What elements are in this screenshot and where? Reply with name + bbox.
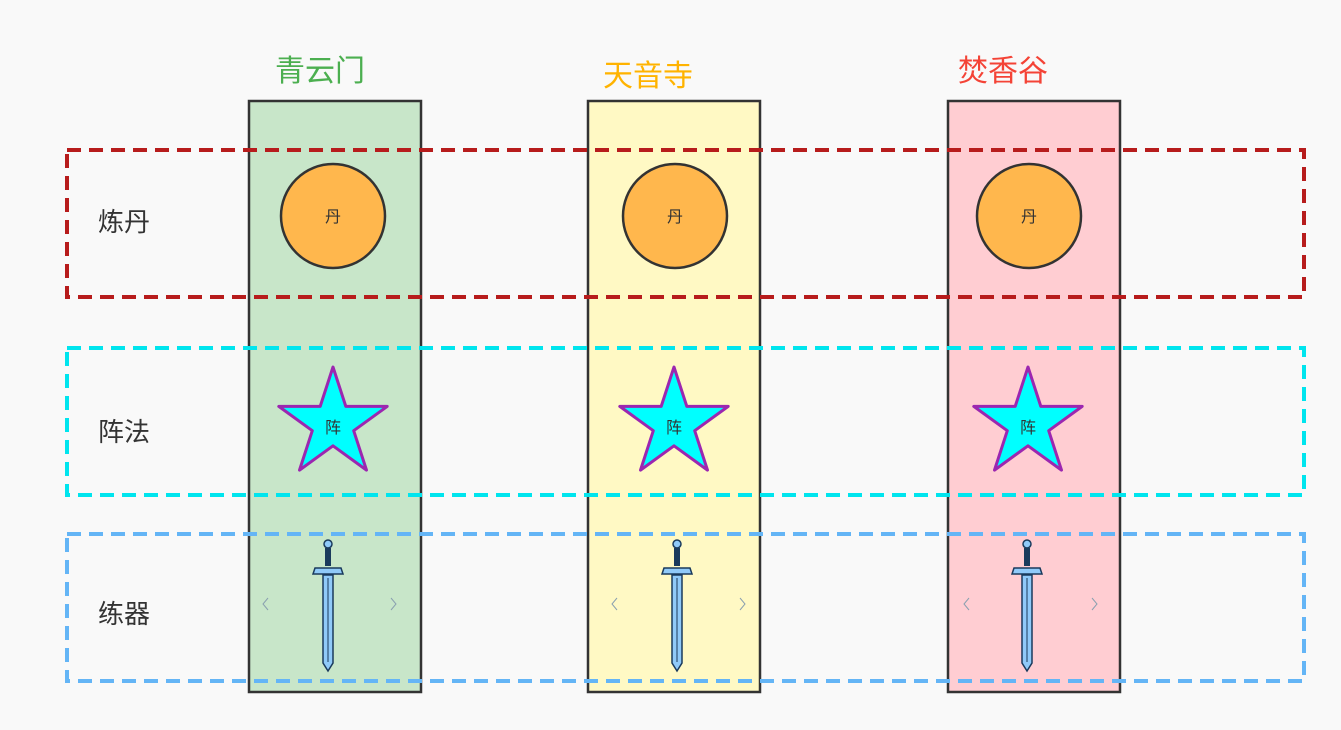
row-border-formation xyxy=(65,346,1306,497)
row-border-alchemy xyxy=(65,148,1306,299)
star-icon: 阵 xyxy=(277,365,389,472)
row-label-alchemy: 炼丹 xyxy=(98,208,150,238)
formation-label: 阵 xyxy=(325,418,341,437)
chevron-right-icon[interactable] xyxy=(390,597,397,611)
pill-circle-icon: 丹 xyxy=(621,162,729,270)
formation-label: 阵 xyxy=(1020,418,1036,437)
formation-label: 阵 xyxy=(666,418,682,437)
pill-label: 丹 xyxy=(667,207,683,226)
chevron-left-icon[interactable] xyxy=(262,597,269,611)
row-border-forging xyxy=(65,532,1306,683)
sword-icon xyxy=(1010,539,1044,673)
star-icon: 阵 xyxy=(618,365,730,472)
chevron-left-icon[interactable] xyxy=(611,597,618,611)
sect-title-3: 焚香谷 xyxy=(958,54,1048,89)
chevron-right-icon[interactable] xyxy=(739,597,746,611)
pill-label: 丹 xyxy=(1021,207,1037,226)
row-label-forging: 练器 xyxy=(98,600,150,630)
pill-circle-icon: 丹 xyxy=(279,162,387,270)
pill-circle-icon: 丹 xyxy=(975,162,1083,270)
star-icon: 阵 xyxy=(972,365,1084,472)
sword-icon xyxy=(311,539,345,673)
chevron-left-icon[interactable] xyxy=(963,597,970,611)
sect-title-2: 天音寺 xyxy=(603,59,693,94)
pill-label: 丹 xyxy=(325,207,341,226)
row-label-formation: 阵法 xyxy=(98,418,150,448)
chevron-right-icon[interactable] xyxy=(1091,597,1098,611)
sword-icon xyxy=(660,539,694,673)
sect-title-1: 青云门 xyxy=(275,54,365,89)
